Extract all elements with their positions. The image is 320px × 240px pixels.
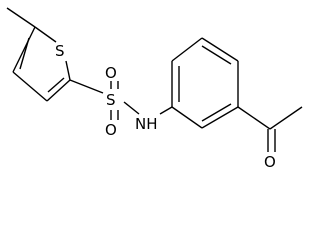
atom-label-sulfonyl-oxygen-top: O xyxy=(105,64,117,82)
bond xyxy=(201,45,232,65)
bond xyxy=(123,101,140,115)
chemical-structure-diagram: S S O O NH O xyxy=(6,7,303,171)
bond xyxy=(6,7,36,28)
bond xyxy=(201,103,232,122)
atom-label-sulfonyl-oxygen-bottom: O xyxy=(105,121,117,139)
bond xyxy=(46,79,71,102)
bond xyxy=(237,106,271,130)
bond xyxy=(269,106,303,130)
atom-label-sulfonyl-sulfur: S xyxy=(106,91,116,109)
bond xyxy=(12,71,48,102)
atom-label-carbonyl-oxygen: O xyxy=(264,153,276,171)
bond xyxy=(19,37,30,70)
bond xyxy=(159,106,173,115)
bond xyxy=(12,26,36,73)
atom-label-nitrogen: NH xyxy=(135,115,158,133)
atom-label-ring-sulfur: S xyxy=(55,42,65,60)
bond xyxy=(171,37,203,62)
bond xyxy=(47,77,65,93)
bond xyxy=(69,79,104,94)
bond xyxy=(171,106,203,129)
bond xyxy=(65,60,71,81)
bond xyxy=(34,26,57,43)
bond xyxy=(201,106,239,129)
bond xyxy=(201,37,239,62)
